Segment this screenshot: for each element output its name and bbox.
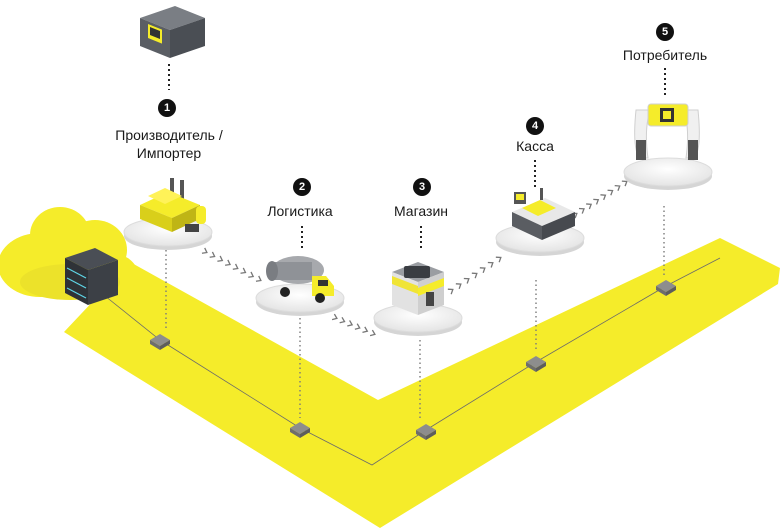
step-3-label: Магазин bbox=[393, 203, 449, 219]
chevron bbox=[495, 256, 502, 263]
step-1-label-line1: Производитель / bbox=[115, 127, 223, 143]
chevron bbox=[354, 323, 361, 330]
chevron bbox=[369, 329, 376, 337]
step-1-badge: 1 bbox=[158, 99, 176, 117]
chevron bbox=[217, 255, 224, 262]
network-nodes bbox=[150, 280, 676, 440]
yellow-band bbox=[64, 238, 780, 528]
chevron bbox=[331, 313, 338, 321]
chevron bbox=[471, 272, 478, 279]
node-chip-side bbox=[536, 362, 546, 372]
step-4-label: Касса bbox=[516, 138, 554, 154]
phone-icon bbox=[634, 103, 700, 160]
chevron bbox=[224, 259, 231, 266]
step-2-label: Логистика bbox=[267, 203, 333, 219]
chevron bbox=[339, 316, 346, 324]
step-3-badge: 3 bbox=[413, 178, 431, 196]
chevron bbox=[255, 275, 262, 282]
chevron bbox=[240, 267, 247, 274]
node-chip-side bbox=[150, 340, 160, 350]
chevron bbox=[362, 326, 369, 334]
chevron bbox=[455, 283, 462, 290]
node-chip-side bbox=[160, 340, 170, 350]
platform bbox=[623, 157, 713, 187]
step-5-badge: 5 bbox=[656, 23, 674, 41]
package-icon bbox=[140, 6, 205, 58]
step-1-label-line2: Импортер bbox=[136, 145, 202, 161]
step-4-badge: 4 bbox=[526, 117, 544, 135]
shop-icon bbox=[392, 262, 444, 315]
chevron bbox=[621, 180, 628, 187]
node-chip-side bbox=[416, 430, 426, 440]
chevron bbox=[248, 271, 255, 278]
chevron bbox=[209, 251, 216, 258]
step-5-label: Потребитель bbox=[622, 47, 708, 63]
factory-icon bbox=[140, 178, 206, 232]
server-icon bbox=[65, 248, 118, 305]
step-2-badge: 2 bbox=[293, 178, 311, 196]
chevron bbox=[578, 207, 585, 214]
node-chip-side bbox=[666, 286, 676, 296]
node-chip-side bbox=[426, 430, 436, 440]
flow-arrows bbox=[201, 180, 628, 337]
chevron bbox=[593, 198, 600, 205]
cash-register-icon bbox=[512, 188, 575, 240]
chevron bbox=[600, 194, 607, 201]
drop-lines bbox=[165, 206, 665, 420]
chevron bbox=[232, 263, 239, 270]
truck-icon bbox=[266, 256, 334, 303]
chevron bbox=[463, 277, 470, 284]
chevron bbox=[607, 189, 614, 196]
node-chip-side bbox=[290, 428, 300, 438]
step-1-label: Производитель / Импортер bbox=[115, 126, 222, 162]
stage-platforms bbox=[123, 157, 713, 336]
node-chip-side bbox=[526, 362, 536, 372]
node-chip-side bbox=[300, 428, 310, 438]
node-chip-side bbox=[656, 286, 666, 296]
chevron bbox=[487, 261, 494, 268]
chevron bbox=[447, 288, 454, 295]
chevron bbox=[347, 320, 354, 327]
chevron bbox=[201, 247, 208, 254]
label-connectors bbox=[168, 64, 666, 250]
chevron bbox=[614, 185, 621, 191]
chevron bbox=[479, 267, 486, 274]
chevron bbox=[586, 203, 593, 210]
network-line bbox=[99, 257, 721, 466]
